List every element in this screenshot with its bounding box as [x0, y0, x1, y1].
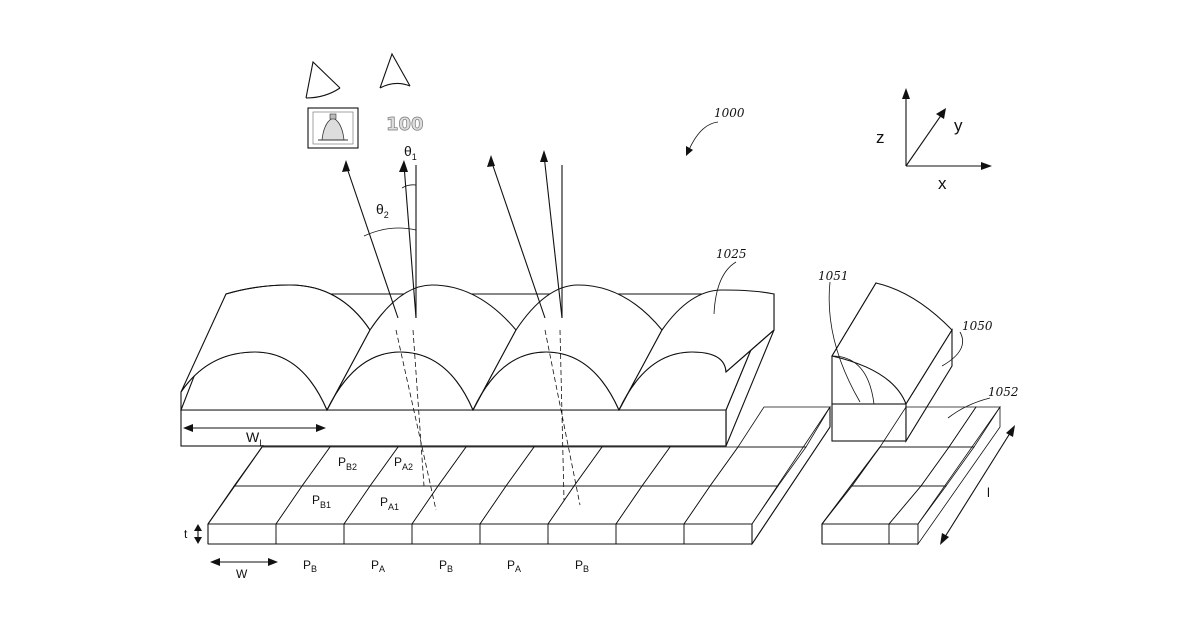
ref-1050: 1050	[962, 319, 993, 333]
pa1-label: PA1	[380, 495, 399, 512]
ref-1051: 1051	[818, 269, 849, 283]
angle-labels: θ1 θ2	[376, 143, 417, 220]
x-label: x	[938, 174, 947, 193]
pixel-side-7	[616, 524, 684, 544]
pixel-front-7	[616, 486, 710, 524]
leader-1000	[688, 122, 718, 152]
ref-1052: 1052	[988, 385, 1019, 399]
pixel-back-8	[710, 447, 806, 486]
bottom-label-3: PB	[439, 558, 453, 574]
pixel-side-6	[548, 524, 616, 544]
pixel-side-3	[344, 524, 412, 544]
pixel-side-8	[684, 524, 752, 544]
pixel-front-4	[412, 486, 506, 524]
pixel-front-1	[208, 486, 302, 524]
bottom-label-4: PA	[507, 558, 521, 574]
arrowhead-2	[399, 160, 408, 172]
pb2-label: PB2	[338, 455, 357, 472]
z-label: z	[876, 128, 885, 147]
w-label: W	[236, 567, 248, 581]
bottom-label-2: PA	[371, 558, 385, 574]
y-axis	[906, 114, 942, 166]
l-dimension	[943, 430, 1012, 540]
pixel-labels: WL PB2 PA2 PB1 PA1 t W l PB PA PB PA PB	[184, 429, 990, 581]
pixel-front-8	[684, 486, 778, 524]
pixel-side-5	[480, 524, 548, 544]
theta2-arc	[364, 228, 416, 236]
single-lens	[832, 283, 952, 441]
arrowhead-3	[487, 155, 495, 167]
eye-right-icon	[380, 54, 410, 88]
coordinate-axes: z y x	[876, 88, 992, 193]
theta2-label: θ2	[376, 201, 389, 220]
coin-image: 100	[386, 114, 424, 135]
arrowhead-1	[342, 160, 350, 172]
eye-left-icon	[306, 62, 340, 98]
pixel-front-5	[480, 486, 574, 524]
l-label: l	[987, 485, 990, 500]
arrowhead-4	[540, 150, 548, 162]
lens-array	[181, 285, 774, 446]
pb1-label: PB1	[312, 493, 331, 510]
pixel-side-4	[412, 524, 480, 544]
leader-1052	[948, 398, 990, 418]
t-label: t	[184, 527, 188, 541]
y-label: y	[954, 116, 963, 135]
ref-1000: 1000	[714, 106, 745, 120]
theta1-label: θ1	[404, 143, 417, 162]
pa2-label: PA2	[394, 455, 413, 472]
bottom-label-1: PB	[303, 558, 317, 574]
bottom-label-5: PB	[575, 558, 589, 574]
ref-1025: 1025	[716, 247, 747, 261]
pixel-side-1	[208, 524, 276, 544]
pixel-front-6	[548, 486, 642, 524]
viewers: 100	[306, 54, 424, 148]
liberty-bell-image-icon	[308, 108, 358, 148]
pixel-right-face	[752, 407, 830, 544]
pixel-side-2	[276, 524, 344, 544]
theta1-arc	[402, 185, 416, 188]
